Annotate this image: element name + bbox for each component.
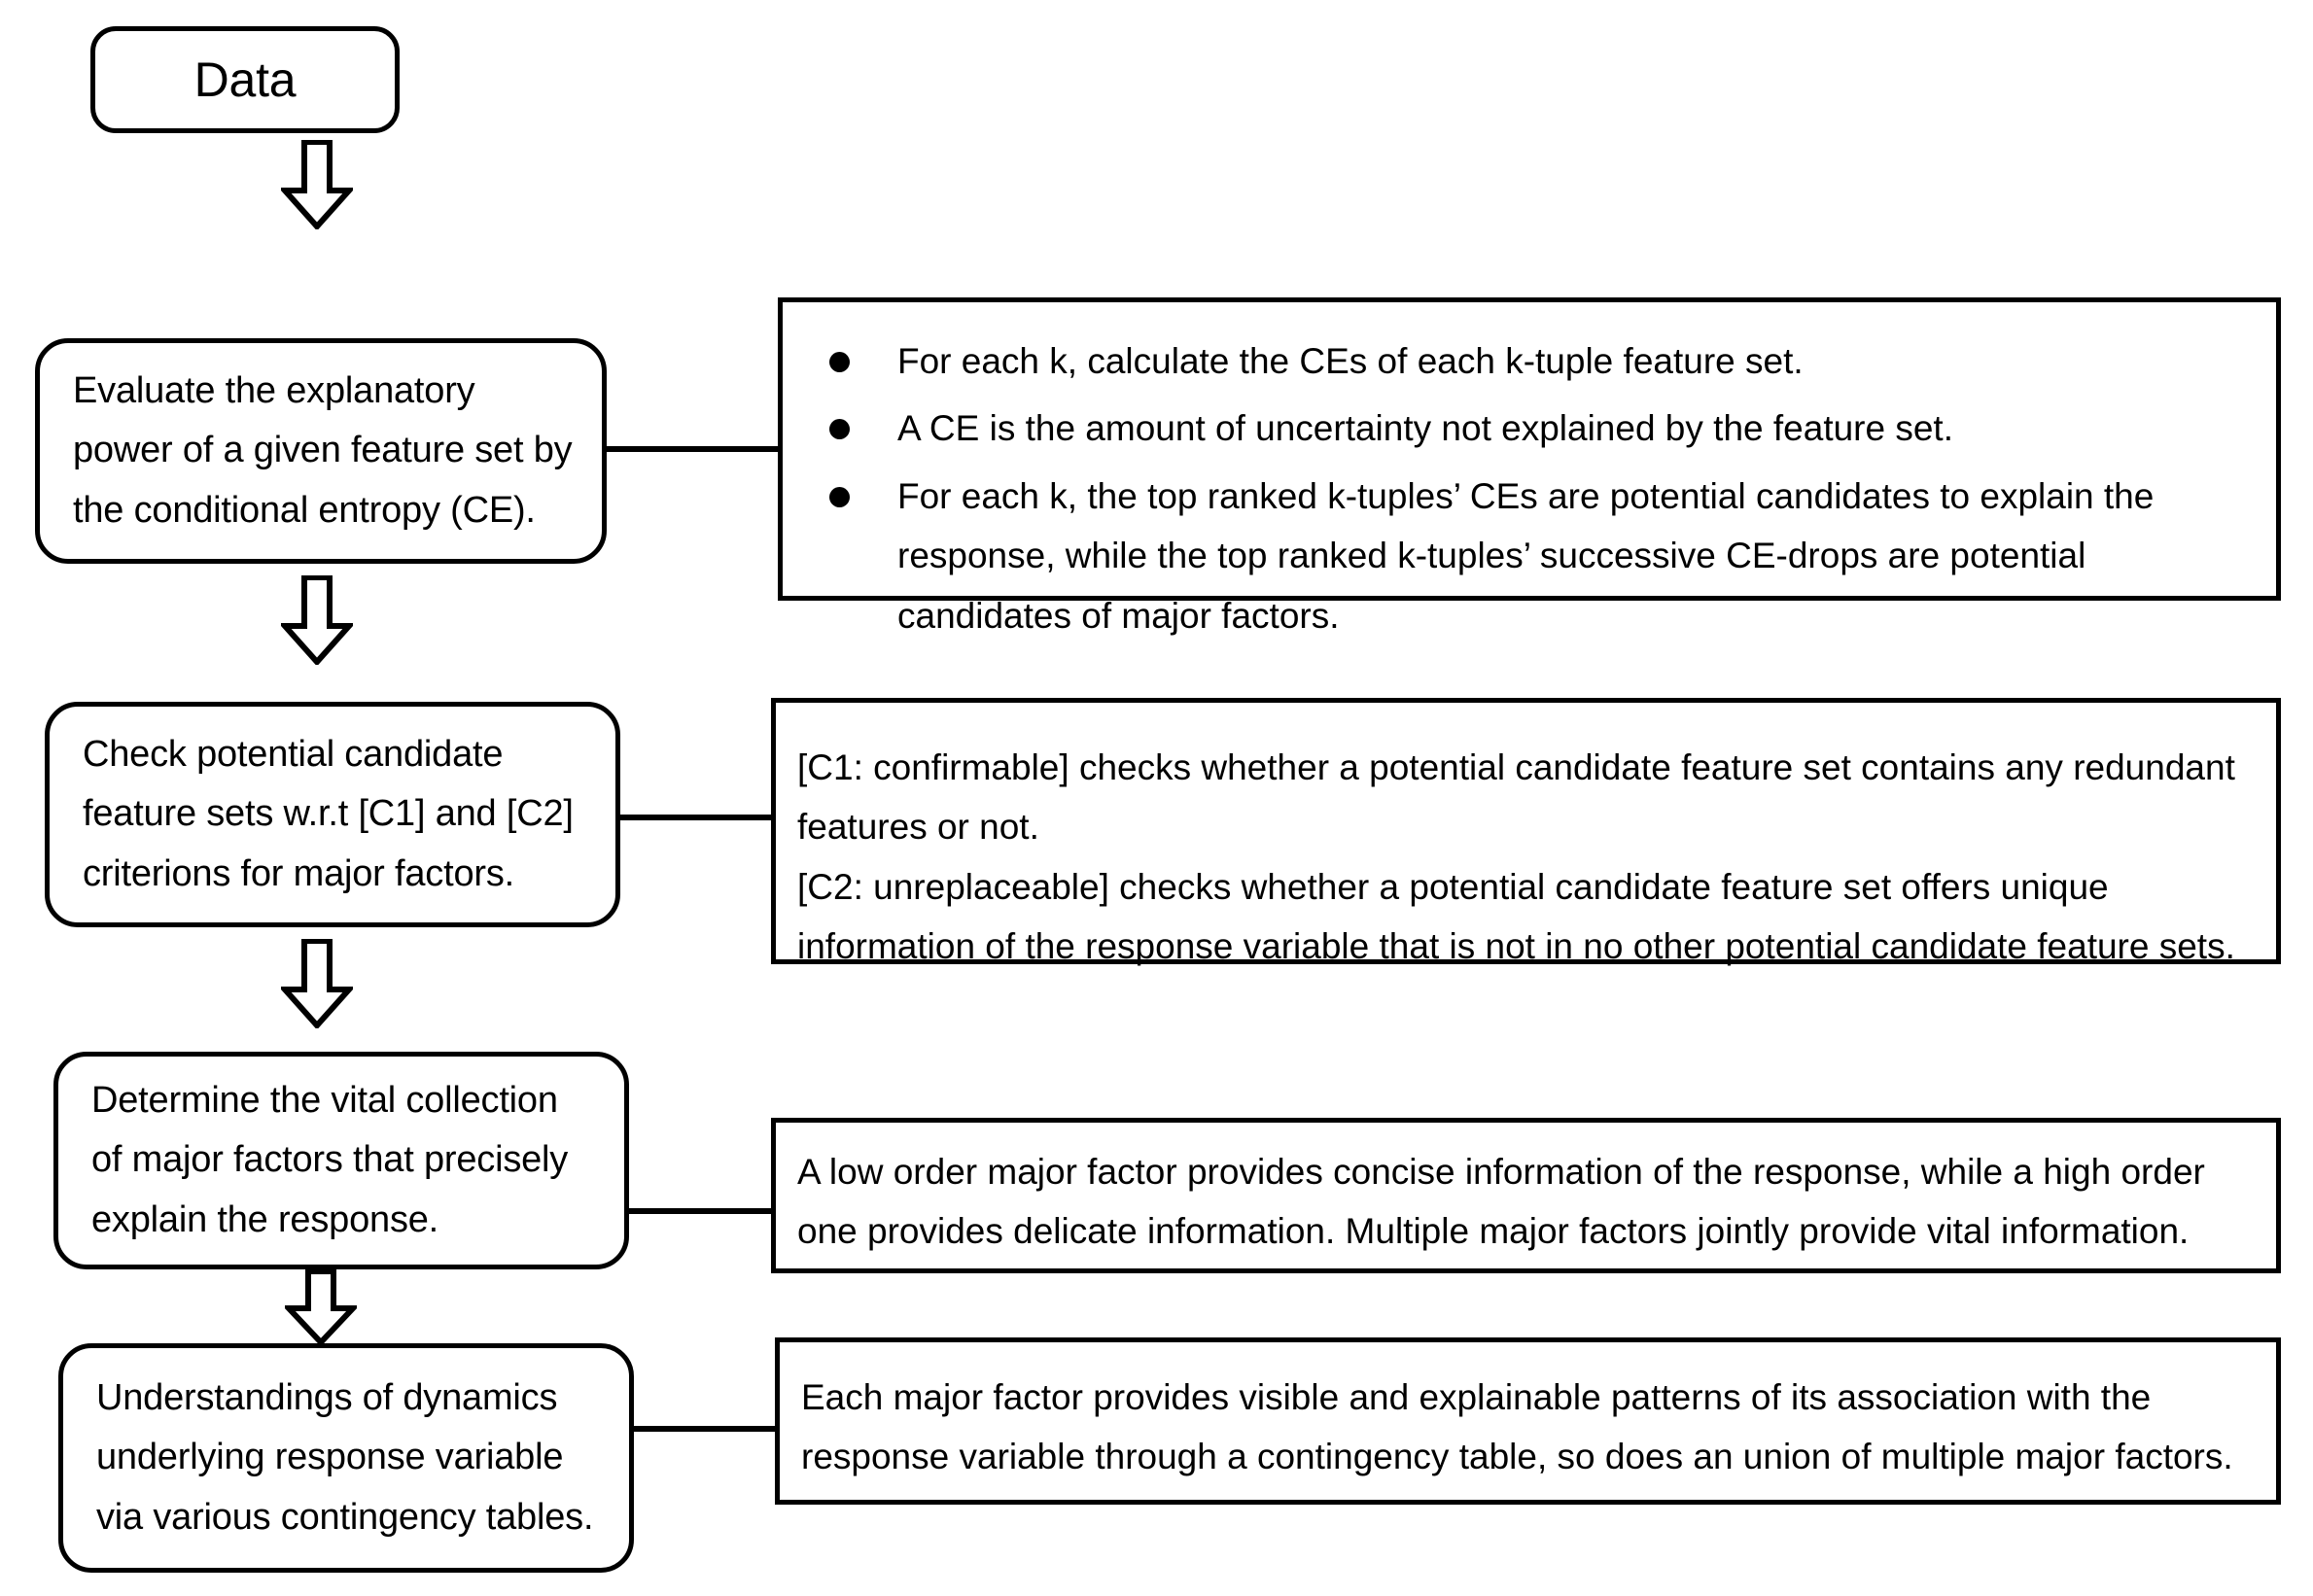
node-evaluate-label: Evaluate the explanatory power of a give… xyxy=(73,369,573,531)
bullet-text: For each k, the top ranked k-tuples’ CEs… xyxy=(897,475,2155,636)
arrow-evaluate-to-check xyxy=(281,575,353,665)
bullet-item: For each k, calculate the CEs of each k-… xyxy=(804,331,2251,391)
panel-criteria-text: [C1: confirmable] checks whether a poten… xyxy=(797,747,2235,967)
bullet-dot-icon xyxy=(829,419,850,440)
bullet-text: A CE is the amount of uncertainty not ex… xyxy=(897,408,1953,449)
panel-contingency: Each major factor provides visible and e… xyxy=(775,1337,2281,1505)
panel-contingency-text: Each major factor provides visible and e… xyxy=(801,1377,2233,1477)
node-data[interactable]: Data xyxy=(90,26,400,133)
node-check-label: Check potential candidate feature sets w… xyxy=(83,733,574,894)
panel-order: A low order major factor provides concis… xyxy=(771,1118,2281,1273)
arrow-check-to-determine xyxy=(281,939,353,1028)
bullet-dot-icon xyxy=(829,352,850,372)
arrow-determine-to-understandings xyxy=(285,1269,357,1345)
bullet-dot-icon xyxy=(829,486,850,507)
panel-ce-bullet-list: For each k, calculate the CEs of each k-… xyxy=(804,331,2251,645)
panel-criteria: [C1: confirmable] checks whether a poten… xyxy=(771,698,2281,966)
connector-determine-to-panel-order xyxy=(625,1208,774,1214)
arrow-data-to-evaluate xyxy=(281,140,353,229)
bullet-item: A CE is the amount of uncertainty not ex… xyxy=(804,399,2251,458)
node-data-label: Data xyxy=(193,52,297,107)
node-determine-label: Determine the vital collection of major … xyxy=(91,1079,569,1240)
node-determine[interactable]: Determine the vital collection of major … xyxy=(53,1052,629,1269)
bullet-text: For each k, calculate the CEs of each k-… xyxy=(897,341,1804,381)
panel-order-text: A low order major factor provides concis… xyxy=(797,1152,2205,1252)
connector-evaluate-to-panel-ce xyxy=(603,446,782,452)
connector-understandings-to-panel-contingency xyxy=(630,1426,778,1432)
bullet-item: For each k, the top ranked k-tuples’ CEs… xyxy=(804,467,2251,645)
node-understandings[interactable]: Understandings of dynamics underlying re… xyxy=(58,1343,634,1573)
panel-ce: For each k, calculate the CEs of each k-… xyxy=(778,297,2281,636)
connector-check-to-panel-criteria xyxy=(616,815,774,820)
node-understandings-label: Understandings of dynamics underlying re… xyxy=(96,1376,594,1538)
node-evaluate[interactable]: Evaluate the explanatory power of a give… xyxy=(35,338,607,564)
node-check[interactable]: Check potential candidate feature sets w… xyxy=(45,702,620,927)
